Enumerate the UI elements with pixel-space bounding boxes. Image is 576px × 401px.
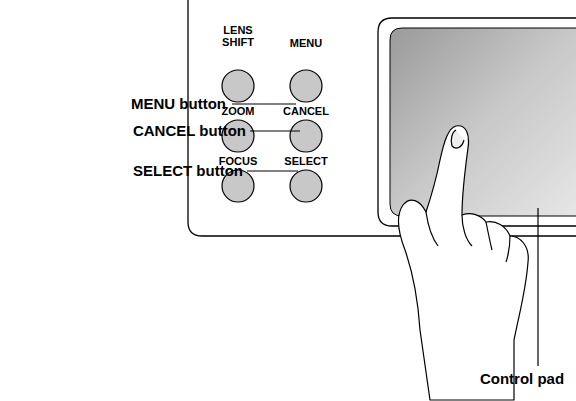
hand (399, 126, 529, 400)
control-pad-surface (390, 28, 576, 216)
pad-frame (378, 18, 576, 226)
button-label: SELECT (276, 155, 336, 167)
panel-outline (188, 0, 576, 236)
callout-label: MENU button (131, 95, 226, 113)
button-label: MENU (276, 37, 336, 49)
callout-label: CANCEL button (133, 122, 246, 140)
button-label: LENS SHIFT (216, 24, 260, 48)
callout-label: Control pad (480, 370, 564, 388)
button-label: CANCEL (276, 105, 336, 117)
callout-label: SELECT button (133, 162, 243, 180)
